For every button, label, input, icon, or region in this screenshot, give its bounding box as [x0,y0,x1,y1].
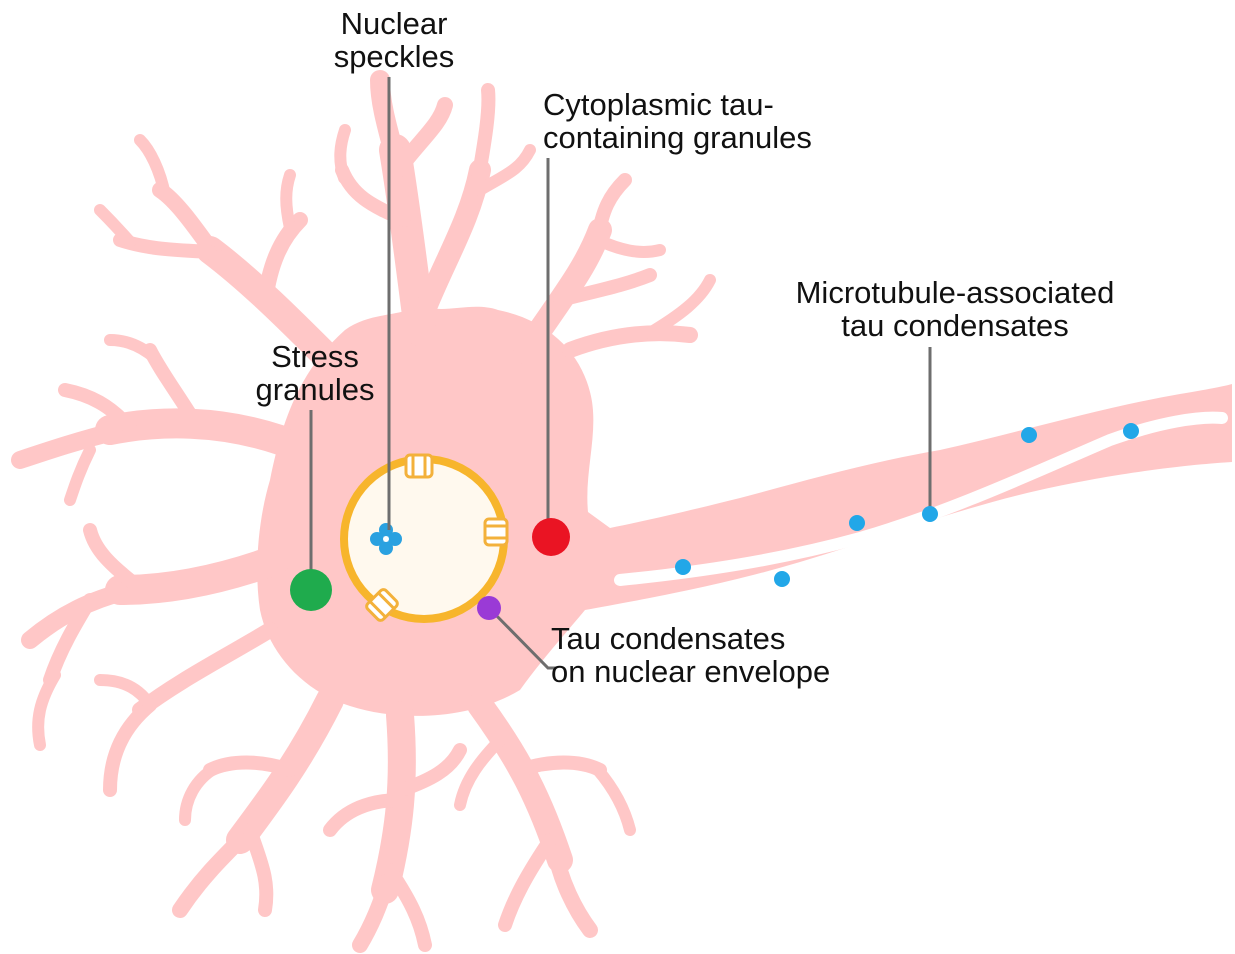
label-microtubule-condensates: Microtubule-associated tau condensates [770,276,1140,342]
label-nuclear-speckles: Nuclear speckles [314,7,474,73]
microtubule-dot [1021,427,1037,443]
nucleus [344,459,504,619]
nuclear-pore-complex-icon [406,455,432,477]
label-stress-granules: Stress granules [240,340,390,406]
label-line: Cytoplasmic tau- [543,88,812,121]
label-envelope-condensates: Tau condensates on nuclear envelope [551,622,830,688]
label-line: Tau condensates [551,622,830,655]
envelope-condensate [477,596,501,620]
microtubule-dot [922,506,938,522]
label-line: tau condensates [770,309,1140,342]
label-line: on nuclear envelope [551,655,830,688]
label-line: Stress [240,340,390,373]
neuron-cell [20,80,1232,945]
label-cytoplasmic-granules: Cytoplasmic tau- containing granules [543,88,812,154]
label-line: speckles [314,40,474,73]
microtubule-dot [1123,423,1139,439]
microtubule-dot [774,571,790,587]
label-line: Microtubule-associated [770,276,1140,309]
label-line: granules [240,373,390,406]
label-line: containing granules [543,121,812,154]
microtubule-dot [849,515,865,531]
stress-granule [290,569,332,611]
microtubule-dot [675,559,691,575]
cytoplasmic-granule [532,518,570,556]
nuclear-pore-complex-icon [485,519,507,545]
label-line: Nuclear [314,7,474,40]
